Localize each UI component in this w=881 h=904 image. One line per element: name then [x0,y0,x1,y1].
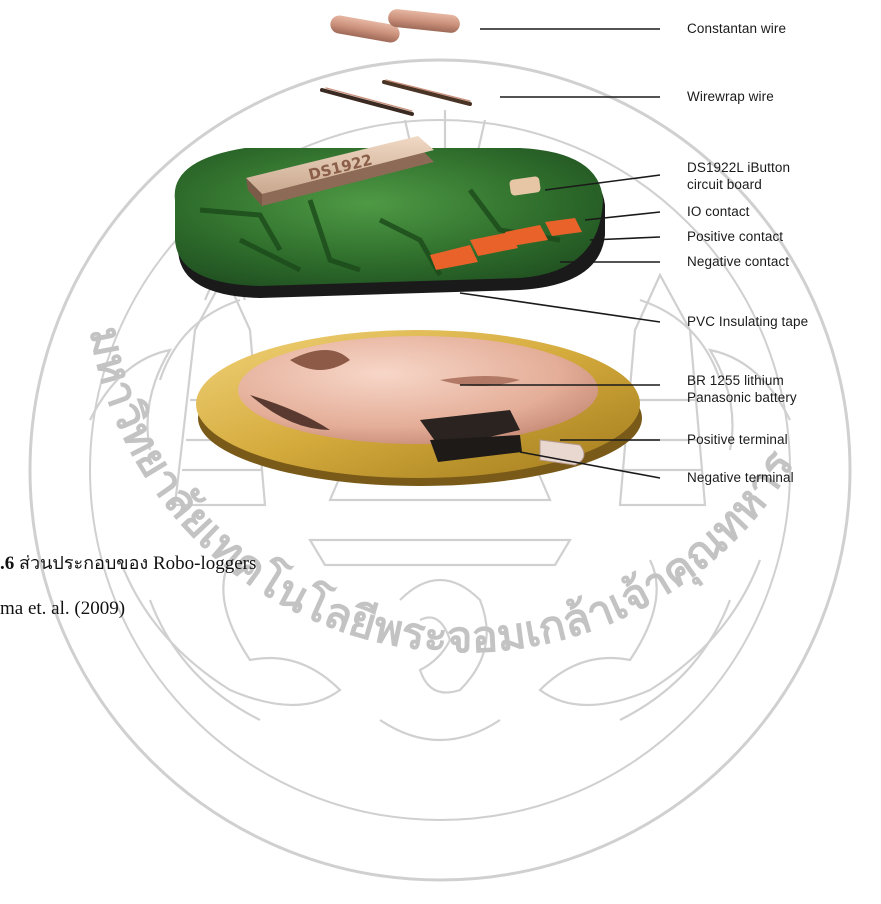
label-negative-contact: Negative contact [687,254,789,270]
label-ds1922l-line1: DS1922L iButton [687,160,790,176]
figure-number: .6 [0,553,14,574]
figure-title-en: Robo-loggers [153,553,256,574]
label-pvc-tape: PVC Insulating tape [687,314,808,330]
label-battery-line1: BR 1255 lithium [687,373,784,389]
label-ds1922l-line2: circuit board [687,177,762,193]
ds1922l-circuit-board-illustration: DS1922 [175,136,605,298]
label-negative-terminal: Negative terminal [687,470,794,486]
label-battery-line2: Panasonic battery [687,390,797,406]
constantan-wire-illustration [329,8,461,44]
figure-title-thai: ส่วนประกอบของ [19,553,148,574]
label-constantan-wire: Constantan wire [687,21,786,37]
label-io-contact: IO contact [687,204,750,220]
figure-caption: .6 ส่วนประกอบของ Robo-loggers [0,548,256,577]
label-positive-contact: Positive contact [687,229,783,245]
label-wirewrap-wire: Wirewrap wire [687,89,774,105]
wirewrap-wire-illustration [322,80,470,114]
label-positive-terminal: Positive terminal [687,432,788,448]
figure-source: ma et. al. (2009) [0,598,125,620]
